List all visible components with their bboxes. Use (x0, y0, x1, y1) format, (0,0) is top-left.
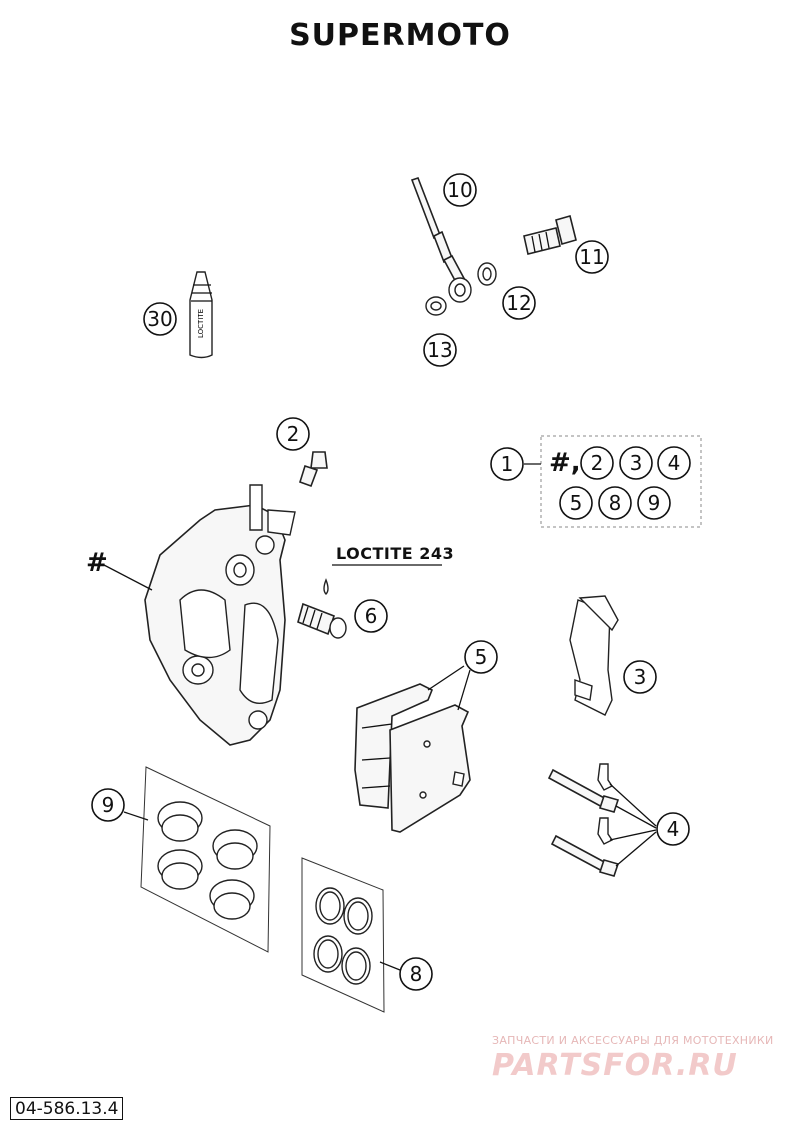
brake-caliper (144, 484, 296, 746)
svg-text:3: 3 (630, 451, 643, 475)
pin-leader-b (615, 805, 657, 829)
banjo-bolt (523, 215, 577, 255)
callout-13: 13 (423, 333, 457, 367)
seal-leader (379, 961, 401, 971)
svg-text:4: 4 (667, 817, 680, 841)
kit-item-4: 4 (657, 446, 691, 480)
kit-item-9: 9 (637, 486, 671, 520)
pin-bolt (297, 602, 347, 639)
pad-leader-a (427, 665, 465, 691)
svg-text:2: 2 (287, 422, 300, 446)
callout-2: 2 (276, 417, 310, 451)
loctite-bottle: LOCTITE (189, 271, 213, 359)
svg-text:10: 10 (447, 178, 472, 202)
svg-text:4: 4 (668, 451, 681, 475)
pad-pin-lower (550, 817, 620, 877)
kit-item-2: 2 (580, 446, 614, 480)
seal-set-frame (301, 857, 385, 1013)
seal-set (313, 887, 373, 985)
svg-text:9: 9 (648, 491, 661, 515)
pin-leader-a (609, 783, 657, 827)
callout-10: 10 (443, 173, 477, 207)
svg-text:1: 1 (501, 452, 514, 476)
brake-hose (410, 176, 472, 303)
kit-item-8: 8 (598, 486, 632, 520)
kit-box (540, 435, 702, 528)
brake-pad-rear (354, 683, 434, 809)
pad-pin-upper (547, 763, 620, 813)
svg-text:6: 6 (365, 604, 378, 628)
callout-6: 6 (354, 599, 388, 633)
svg-text:11: 11 (579, 245, 604, 269)
caliper-leader (103, 564, 153, 591)
callout-30: 30 (143, 302, 177, 336)
part-number: 04-586.13.4 (10, 1097, 124, 1120)
watermark-tagline: ЗАПЧАСТИ И АКСЕССУАРЫ ДЛЯ МОТОТЕХНИКИ (492, 1034, 774, 1047)
bleed-screw (299, 451, 328, 488)
kit-item-3: 3 (619, 446, 653, 480)
pin-leader-d (615, 831, 657, 867)
svg-text:5: 5 (475, 645, 488, 669)
diagram-title: SUPERMOTO (289, 18, 511, 53)
washer-upper (477, 262, 497, 286)
watermark-logo: PARTSFOR.RU (492, 1048, 738, 1083)
svg-text:5: 5 (570, 491, 583, 515)
piston-leader (123, 811, 149, 821)
callout-9: 9 (91, 788, 125, 822)
svg-text:9: 9 (102, 793, 115, 817)
kit-item-5: 5 (559, 486, 593, 520)
svg-text:12: 12 (506, 291, 531, 315)
callout-8: 8 (399, 957, 433, 991)
callout-4: 4 (656, 812, 690, 846)
bottle-label: LOCTITE (197, 309, 205, 338)
brake-pad-front (389, 704, 471, 833)
callout-3: 3 (623, 660, 657, 694)
kit-prefix: #, (549, 448, 581, 478)
washer-lower (425, 296, 447, 316)
pad-leader-b (457, 669, 471, 711)
callout-11: 11 (575, 240, 609, 274)
caliper-label: # (86, 548, 108, 578)
svg-text:8: 8 (609, 491, 622, 515)
loctite-drop (323, 578, 329, 595)
svg-text:3: 3 (634, 665, 647, 689)
piston-set (157, 801, 258, 920)
svg-text:13: 13 (427, 338, 452, 362)
callout-1: 1 (490, 447, 524, 481)
svg-text:30: 30 (147, 307, 172, 331)
svg-text:8: 8 (410, 962, 423, 986)
callout-5: 5 (464, 640, 498, 674)
callout-12: 12 (502, 286, 536, 320)
pin-leader-c (609, 829, 657, 841)
svg-text:2: 2 (591, 451, 604, 475)
loctite-label: LOCTITE 243 (336, 544, 455, 563)
pad-spring (569, 595, 619, 716)
piston-set-frame (140, 766, 271, 953)
